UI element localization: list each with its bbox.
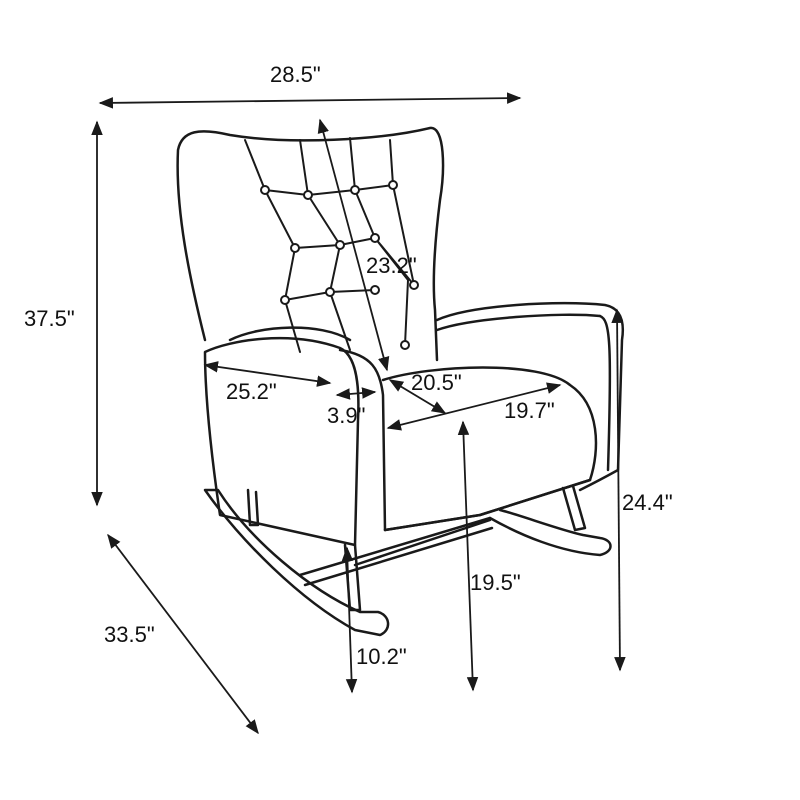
dim-line-backrest xyxy=(317,118,390,372)
label-arm-length: 25.2" xyxy=(226,379,277,404)
left-arm xyxy=(203,336,360,547)
dim-line-width xyxy=(98,92,522,109)
dim-line-arm-height xyxy=(611,308,626,672)
backrest-outline xyxy=(176,126,445,362)
label-seat-height: 19.5" xyxy=(470,570,521,595)
right-arm xyxy=(435,301,624,492)
dim-line-seat-width xyxy=(386,382,562,431)
label-seat-depth: 20.5" xyxy=(411,370,462,395)
back-left-leg xyxy=(246,488,260,527)
dim-line-depth xyxy=(107,533,259,735)
dim-line-rocker xyxy=(341,546,358,694)
label-arm-height: 24.4" xyxy=(622,490,673,515)
left-rocker xyxy=(203,488,390,637)
dim-line-arm-length xyxy=(203,361,332,387)
tufting-lines xyxy=(244,137,415,353)
label-arm-width: 3.9" xyxy=(327,403,366,428)
label-rocker-to-seat: 10.2" xyxy=(356,644,407,669)
label-overall-height: 37.5" xyxy=(24,306,75,331)
label-backrest-height: 23.2" xyxy=(366,253,417,278)
right-rocker xyxy=(488,508,612,557)
label-overall-depth: 33.5" xyxy=(104,622,155,647)
front-right-leg xyxy=(561,484,587,532)
label-overall-width: 28.5" xyxy=(270,62,321,87)
label-seat-width: 19.7" xyxy=(504,398,555,423)
dim-line-seat-height xyxy=(457,420,479,692)
dim-line-arm-width xyxy=(335,387,377,400)
seat-cushion xyxy=(381,366,598,532)
